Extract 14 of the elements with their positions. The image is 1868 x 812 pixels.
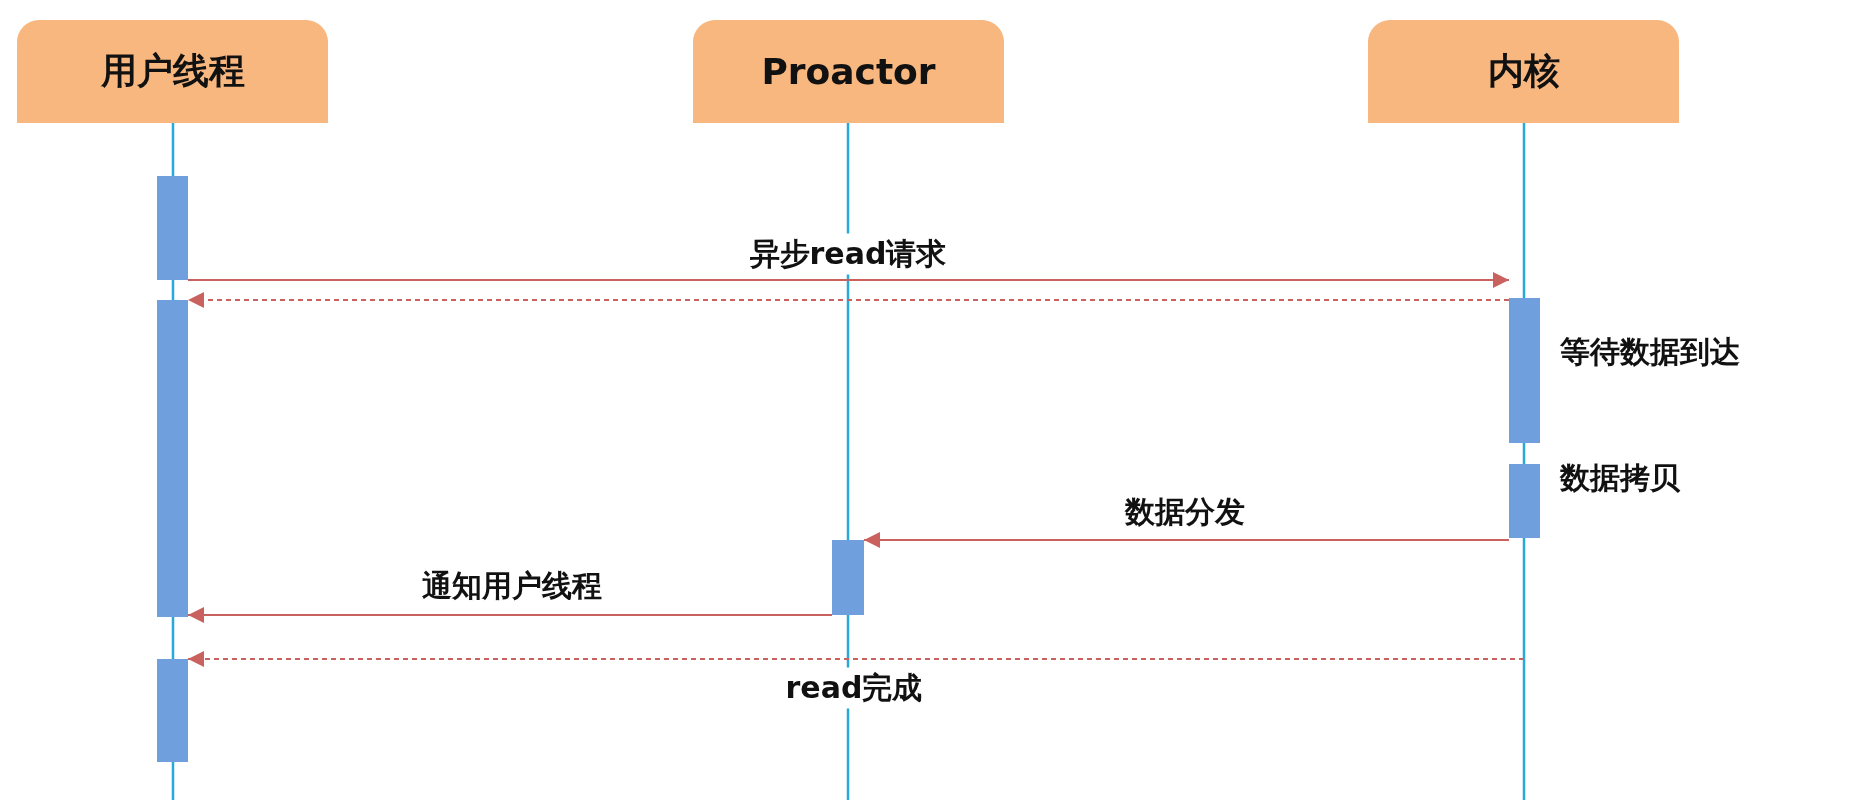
participant-header: 用户线程 [17,20,328,123]
dashed-arrow [187,651,1525,667]
arrow [187,272,1510,288]
activation-bar [157,300,188,617]
participant-header: 内核 [1368,20,1679,123]
activation-bar [1509,464,1540,538]
activation-bar [157,659,188,762]
participant-header: Proactor [693,20,1004,123]
arrow [187,607,833,623]
activation-bar [1509,298,1540,443]
arrow [863,532,1510,548]
activation-bar [157,176,188,280]
activation-bar [832,540,864,615]
dashed-arrow [187,292,1510,308]
